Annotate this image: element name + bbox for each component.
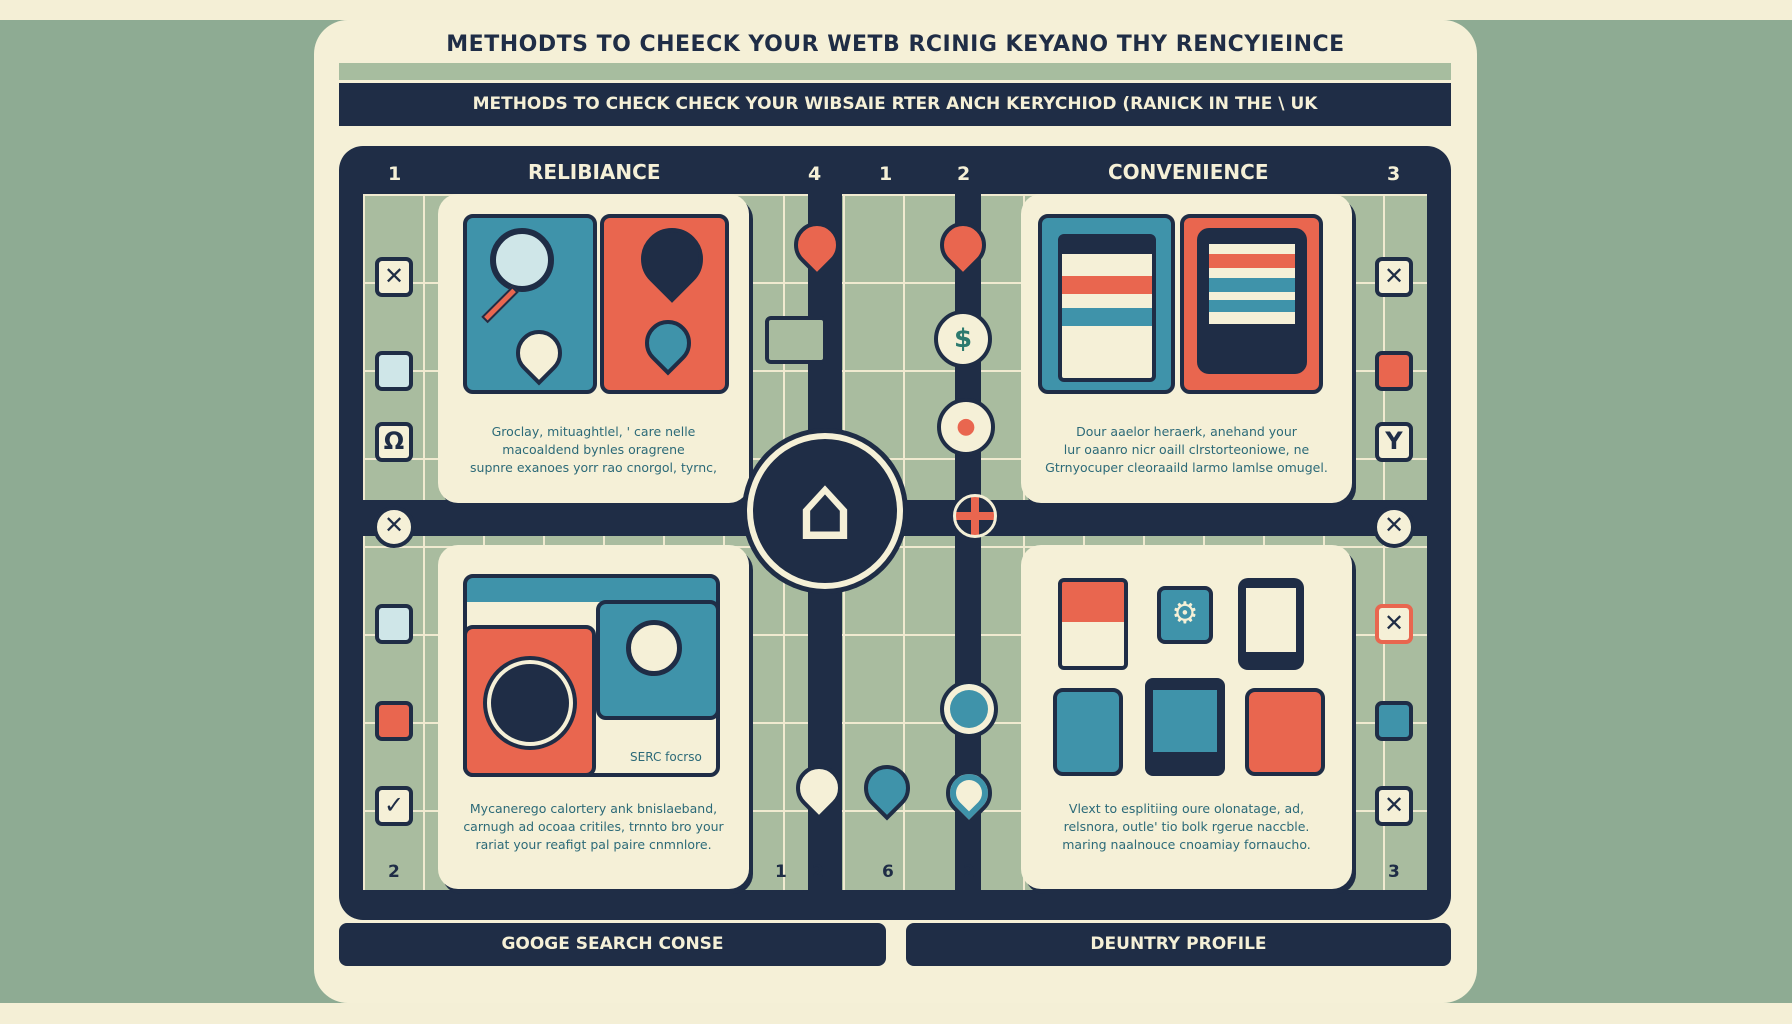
- step-number: 2: [963, 862, 975, 882]
- user-icon: Ω: [375, 422, 413, 462]
- page-title: METHODTS TO CHEECK YOUR WETB RCINIG KEYA…: [446, 32, 1345, 57]
- card-text: Mycanerego calortery ank bnislaeband, ca…: [448, 800, 739, 854]
- card-text: Vlext to esplitiing oure olonatage, ad, …: [1031, 800, 1342, 854]
- divider: [339, 63, 1451, 80]
- text-line: supnre exanoes yorr rao cnorgol, tyrnc,: [470, 460, 717, 475]
- road-segment: [851, 146, 920, 194]
- step-number: 1: [775, 862, 787, 882]
- bottom-label-country-profile: DEUNTRY PROFILE: [906, 923, 1451, 966]
- text-line: Vlext to esplitiing oure olonatage, ad,: [1068, 801, 1305, 816]
- text-line: Mycanerego calortery ank bnislaeband,: [469, 801, 718, 816]
- gear-icon: ⚙: [1157, 586, 1213, 644]
- tablet-icon: [1197, 228, 1307, 374]
- sign-icon: [765, 316, 827, 364]
- magnifier-icon: [626, 620, 682, 676]
- pen-tile: [1245, 688, 1325, 776]
- window-icon: [375, 604, 413, 644]
- text-line: relsnora, outle' tio bolk rgerue naccble…: [1063, 819, 1310, 834]
- close-icon: ✕: [1375, 604, 1413, 644]
- check-icon: ✓: [375, 786, 413, 826]
- location-coin-icon: ●: [937, 398, 995, 456]
- card-text: Groclay, mituaghtlel, ' care nelle macoa…: [448, 423, 739, 477]
- card-text: Dour aaelor heraerk, anehand your lur oa…: [1031, 423, 1342, 477]
- close-icon: ✕: [1375, 257, 1413, 297]
- column-header-convenience: CONVENIENCE: [1108, 160, 1269, 184]
- step-number: 4: [808, 163, 822, 185]
- list-icon: [1375, 701, 1413, 741]
- text-line: maring naalnouce cnoamiay fornaucho.: [1062, 837, 1311, 852]
- phone-screen: [1246, 588, 1296, 652]
- close-icon: ✕: [1373, 506, 1415, 548]
- step-number: 2: [388, 862, 400, 882]
- step-number: 1: [879, 163, 893, 185]
- step-number: 2: [957, 163, 971, 185]
- step-number: 1: [388, 163, 402, 185]
- step-number: 2: [812, 862, 824, 882]
- text-line: carnugh ad ocoaa critiles, trnnto bro yo…: [463, 819, 724, 834]
- home-icon: ⌂: [747, 433, 903, 589]
- document-icon: [1375, 351, 1413, 391]
- close-icon: ✕: [375, 257, 413, 297]
- text-line: Gtrnyocuper cleoraaild larmo lamlse omug…: [1045, 460, 1328, 475]
- text-line: macoaldend bynles oragrene: [502, 442, 685, 457]
- y-icon: Y: [1375, 422, 1413, 462]
- list-icon: [375, 701, 413, 741]
- bottom-strip: [0, 1003, 1792, 1024]
- close-icon: ✕: [373, 506, 415, 548]
- serp-label: SERC focrso: [630, 750, 702, 764]
- circle-icon: [487, 660, 573, 746]
- text-line: Dour aaelor heraerk, anehand your: [1076, 424, 1297, 439]
- text-line: rariat your reafigt pal paire cnmnlore.: [475, 837, 712, 852]
- globe-icon: [940, 680, 998, 738]
- text-line: lur oaanro nicr oaill clrstorteoniowe, n…: [1063, 442, 1310, 457]
- monitor-icon: [1145, 678, 1225, 776]
- phone-icon: [1238, 578, 1304, 670]
- dollar-coin-icon: $: [934, 310, 992, 368]
- step-number: 3: [1388, 862, 1400, 882]
- column-header-reliability: RELIBIANCE: [528, 160, 661, 184]
- bag-icon: [375, 351, 413, 391]
- document-icon: [1058, 578, 1128, 670]
- close-icon: ✕: [1375, 786, 1413, 826]
- step-number: 6: [882, 862, 894, 882]
- subtitle-banner: METHODS TO CHECK CHECK YOUR WIBSAIE RTER…: [339, 83, 1451, 126]
- uk-flag-icon: [953, 494, 997, 538]
- top-strip: [0, 0, 1792, 20]
- monitor-screen: [1153, 690, 1217, 752]
- browser-window-icon: [1058, 234, 1156, 382]
- magnifier-icon: [490, 228, 554, 292]
- step-number: 3: [1387, 163, 1401, 185]
- text-line: Groclay, mituaghtlel, ' care nelle: [491, 424, 696, 439]
- edit-tile: [1053, 688, 1123, 776]
- bottom-label-search-console: GOOGE SEARCH CONSE: [339, 923, 886, 966]
- tablet-screen: [1209, 244, 1295, 324]
